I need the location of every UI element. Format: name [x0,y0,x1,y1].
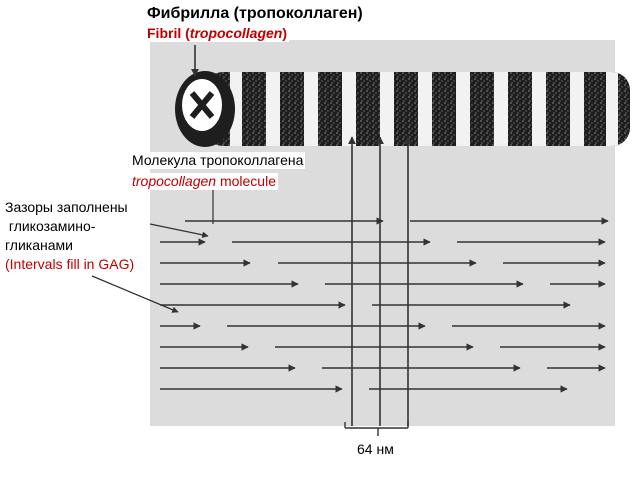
molecule-label: Молекула тропоколлагена [130,152,306,169]
fibril-title-en-suffix: ) [282,25,288,41]
gag-label-line-3: гликанами [5,237,73,253]
fibril-cylinder [205,72,630,146]
period-marker-arrows [348,136,412,426]
fibril-end-cap [175,71,235,147]
molecule-label-en-suffix: molecule [216,173,276,189]
molecule-label-english: tropocollagen molecule [130,173,278,190]
fibril-title-english: Fibril (tropocollagen) [145,25,290,42]
gag-label-line-1: Зазоры заполнены [5,199,128,215]
period-bracket [344,422,409,436]
period-label: 64 нм [357,441,394,457]
fibril-title: Фибрилла (тропоколлаген) [145,4,365,24]
molecule-label-en-italic: tropocollagen [132,173,217,189]
fibril-title-en-italic: tropocollagen [189,25,283,41]
fibril-title-en-prefix: Fibril ( [147,25,190,41]
gag-label-english: (Intervals fill in GAG) [5,256,135,272]
gag-pointer-arrow [91,275,179,313]
gag-label-line-2: гликозамино- [5,218,96,234]
molecule-array [160,217,609,393]
fibril-light-bands [230,72,618,146]
gag-pointer-arrow [149,223,209,238]
